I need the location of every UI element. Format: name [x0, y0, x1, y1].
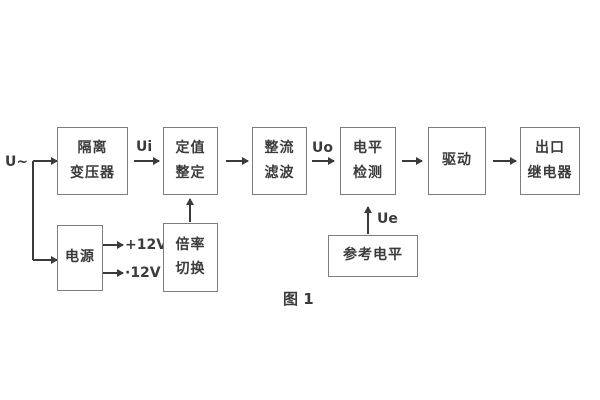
label-uo: Uo: [312, 140, 333, 156]
label-ue: Ue: [377, 211, 398, 227]
label-plus-12v: +12V: [125, 237, 168, 253]
block-isolation-transformer-line1: 隔离: [77, 140, 108, 157]
block-level-detector: 电平 检测: [340, 127, 396, 195]
block-rectifier-filter-line2: 滤波: [264, 164, 295, 181]
block-ratio-switch: 倍率 切换: [163, 223, 218, 292]
block-output-relay-line1: 出口: [535, 140, 565, 157]
arrow-rectifier-to-detector: [312, 160, 334, 162]
block-output-relay: 出口 继电器: [520, 127, 580, 195]
block-reference-level-line1: 参考电平: [343, 247, 403, 264]
block-isolation-transformer-line2: 变压器: [70, 164, 115, 181]
arrow-reference-to-detector: [367, 207, 369, 234]
block-power-supply: 电源: [57, 225, 103, 291]
block-level-detector-line1: 电平: [353, 140, 383, 157]
block-value-setting-line2: 整定: [175, 164, 206, 181]
block-value-setting: 定值 整定: [163, 127, 218, 195]
block-ratio-switch-line1: 倍率: [175, 236, 206, 253]
arrow-driver-to-relay: [493, 160, 516, 162]
block-value-setting-line1: 定值: [175, 140, 206, 157]
block-rectifier-filter: 整流 滤波: [252, 127, 307, 195]
arrow-ratio-to-setting: [189, 199, 191, 222]
arrow-input-to-transformer: [33, 160, 57, 162]
arrow-power-pos-rail: [103, 244, 123, 246]
block-rectifier-filter-line1: 整流: [264, 140, 295, 157]
arrow-transformer-to-setting: [134, 160, 159, 162]
block-driver: 驱动: [428, 127, 486, 195]
block-driver-line1: 驱动: [442, 152, 472, 169]
arrow-power-neg-rail: [103, 272, 123, 274]
arrow-input-to-power: [33, 259, 57, 261]
block-ratio-switch-line2: 切换: [175, 261, 206, 277]
label-ui: Ui: [136, 139, 153, 155]
figure-caption: 图 1: [283, 290, 314, 308]
block-power-supply-line1: 电源: [65, 249, 95, 266]
block-isolation-transformer: 隔离 变压器: [57, 127, 128, 195]
connector-input-branch-vertical: [32, 161, 34, 260]
block-output-relay-line2: 继电器: [527, 164, 573, 181]
block-level-detector-line2: 检测: [353, 164, 383, 181]
arrow-detector-to-driver: [402, 160, 422, 162]
label-minus-12v: ·12V: [125, 265, 161, 281]
label-input-voltage: U~: [5, 154, 29, 170]
arrow-setting-to-rectifier: [226, 160, 248, 162]
block-reference-level: 参考电平: [328, 235, 418, 277]
